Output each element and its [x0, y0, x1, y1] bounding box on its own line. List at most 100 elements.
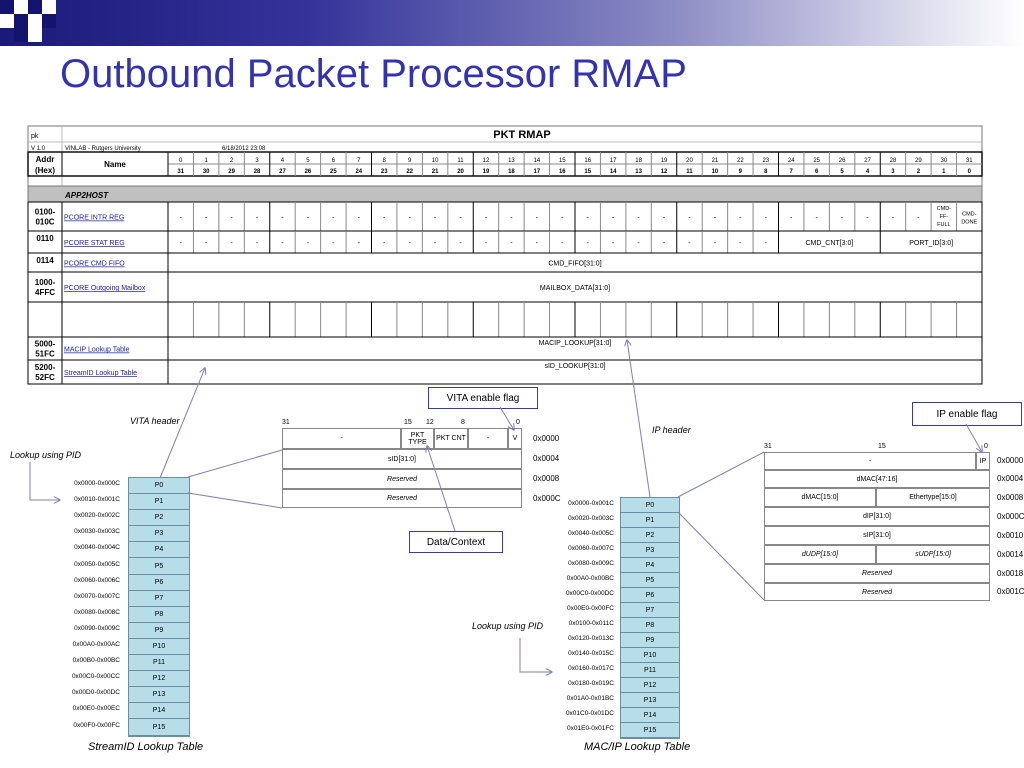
- lookup-slot: P14: [129, 703, 189, 720]
- rmap-bit-index: 23: [762, 158, 769, 164]
- lookup-slot: P6: [129, 574, 189, 591]
- rmap-bit-dash: -: [408, 240, 411, 247]
- vita-expand-line: [187, 449, 283, 478]
- lookup-address-range: 0x0040-0x005C: [568, 529, 614, 537]
- ip-bit-0: 0: [984, 443, 988, 450]
- rmap-bit-dash: -: [587, 215, 590, 222]
- ip-sip-field: sIP[31:0]: [764, 526, 990, 545]
- decor-square: [0, 14, 14, 28]
- rmap-bit-dash: -: [180, 240, 183, 247]
- rmap-bit-number: 19: [483, 169, 490, 175]
- vita-offset: 0x0004: [533, 454, 560, 463]
- rmap-bit-flag: CMD-: [962, 212, 977, 218]
- lookup-slot: P9: [621, 633, 679, 648]
- rmap-bit-number: 30: [203, 169, 210, 175]
- rmap-bit-index: 3: [255, 158, 259, 164]
- rmap-addr-header: Addr: [36, 155, 55, 164]
- lookup-slot: P13: [129, 687, 189, 704]
- rmap-bit-dash: -: [637, 215, 640, 222]
- rmap-row-addr: 0114: [36, 256, 54, 265]
- rmap-bit-dash: -: [765, 215, 768, 222]
- rmap-sheet-title: PKT RMAP: [493, 129, 550, 141]
- ip-offset: 0x0000: [997, 456, 1024, 465]
- lookup-slot: P2: [129, 510, 189, 527]
- rmap-bit-dash: -: [434, 240, 437, 247]
- lookup-slot: P13: [621, 693, 679, 708]
- rmap-bit-dash: -: [459, 215, 462, 222]
- rmap-date: 6/18/2012 23:08: [222, 146, 266, 152]
- decor-square: [0, 0, 14, 14]
- lookup-address-range: 0x01C0-0x01DC: [565, 709, 614, 717]
- decor-square: [14, 14, 28, 28]
- rmap-bit-number: 16: [559, 169, 566, 175]
- rmap-bit-dash: -: [485, 215, 488, 222]
- decor-square: [28, 0, 42, 14]
- vita-offset: 0x000C: [533, 494, 561, 503]
- rmap-bit-index: 24: [788, 158, 795, 164]
- lookup-slot: P15: [621, 723, 679, 738]
- rmap-bit-number: 5: [840, 169, 844, 175]
- slide-title: Outbound Packet Processor RMAP: [60, 52, 687, 96]
- rmap-bit-dash: -: [485, 240, 488, 247]
- lookup-slot: P5: [129, 558, 189, 575]
- decor-square: [42, 14, 56, 28]
- lookup-address-range: 0x00A0-0x00BC: [566, 574, 614, 582]
- rmap-bit-dash: -: [510, 240, 513, 247]
- vita-bit-15: 15: [404, 419, 412, 426]
- lookup-address-range: 0x0060-0x006C: [74, 576, 120, 584]
- rmap-bit-dash: -: [765, 240, 768, 247]
- lookup-slot: P1: [129, 494, 189, 511]
- lookup-address-range: 0x0140-0x015C: [568, 649, 614, 657]
- rmap-bit-index: 13: [508, 158, 515, 164]
- ip-offset: 0x0018: [997, 569, 1024, 578]
- rmap-bit-index: 9: [408, 158, 412, 164]
- rmap-field-span: MAILBOX_DATA[31:0]: [540, 285, 610, 292]
- rmap-section-label: APP2HOST: [64, 191, 109, 200]
- rmap-field-port-id: PORT_ID[3:0]: [909, 240, 953, 247]
- rmap-bit-dash: -: [739, 240, 742, 247]
- rmap-bit-index: 29: [915, 158, 922, 164]
- rmap-bit-dash: -: [892, 215, 895, 222]
- rmap-bit-index: 27: [864, 158, 871, 164]
- vita-pkt-type-field: PKT TYPE: [401, 428, 434, 449]
- ip-reserved-field: -: [764, 452, 976, 470]
- decor-square: [28, 28, 42, 42]
- rmap-bit-index: 30: [941, 158, 948, 164]
- rmap-bit-dash: -: [307, 240, 310, 247]
- rmap-bit-dash: -: [536, 240, 539, 247]
- rmap-bit-dash: -: [256, 215, 259, 222]
- rmap-bit-index: 2: [230, 158, 234, 164]
- lookup-address-range: 0x00E0-0x00FC: [567, 604, 614, 612]
- rmap-bit-number: 26: [305, 169, 312, 175]
- lookup-slot: P11: [129, 655, 189, 672]
- streamid-lookup-arrow: [29, 462, 60, 500]
- rmap-field-cmd-cnt: CMD_CNT[3:0]: [805, 240, 853, 247]
- rmap-bit-dash: -: [815, 215, 818, 222]
- ip-dmac-low-field: dMAC[15:0]: [764, 488, 876, 507]
- rmap-bit-index: 4: [281, 158, 285, 164]
- rmap-bit-number: 10: [712, 169, 719, 175]
- lookup-address-range: 0x0090-0x009C: [74, 624, 120, 632]
- decor-square: [28, 14, 42, 28]
- lookup-slot: P11: [621, 663, 679, 678]
- rmap-bit-flag: DONE: [961, 220, 977, 226]
- lookup-address-range: 0x0060-0x007C: [568, 544, 614, 552]
- lookup-slot: P3: [129, 526, 189, 543]
- rmap-bit-number: 31: [177, 169, 184, 175]
- lookup-address-range: 0x0080-0x008C: [74, 608, 120, 616]
- rmap-bit-dash: -: [561, 215, 564, 222]
- macip-lookup-label: Lookup using PID: [472, 621, 544, 631]
- lookup-slot: P8: [129, 606, 189, 623]
- ip-offset: 0x0010: [997, 531, 1024, 540]
- rmap-bit-number: 18: [508, 169, 515, 175]
- ip-dudp-field: dUDP[15:0]: [764, 545, 876, 564]
- rmap-bit-number: 21: [432, 169, 439, 175]
- lookup-address-range: 0x0040-0x004C: [74, 544, 120, 552]
- lookup-slot: P10: [129, 639, 189, 656]
- rmap-row-name-link: MACIP Lookup Table: [64, 347, 130, 354]
- rmap-bit-index: 11: [457, 158, 464, 164]
- lookup-slot: P7: [621, 603, 679, 618]
